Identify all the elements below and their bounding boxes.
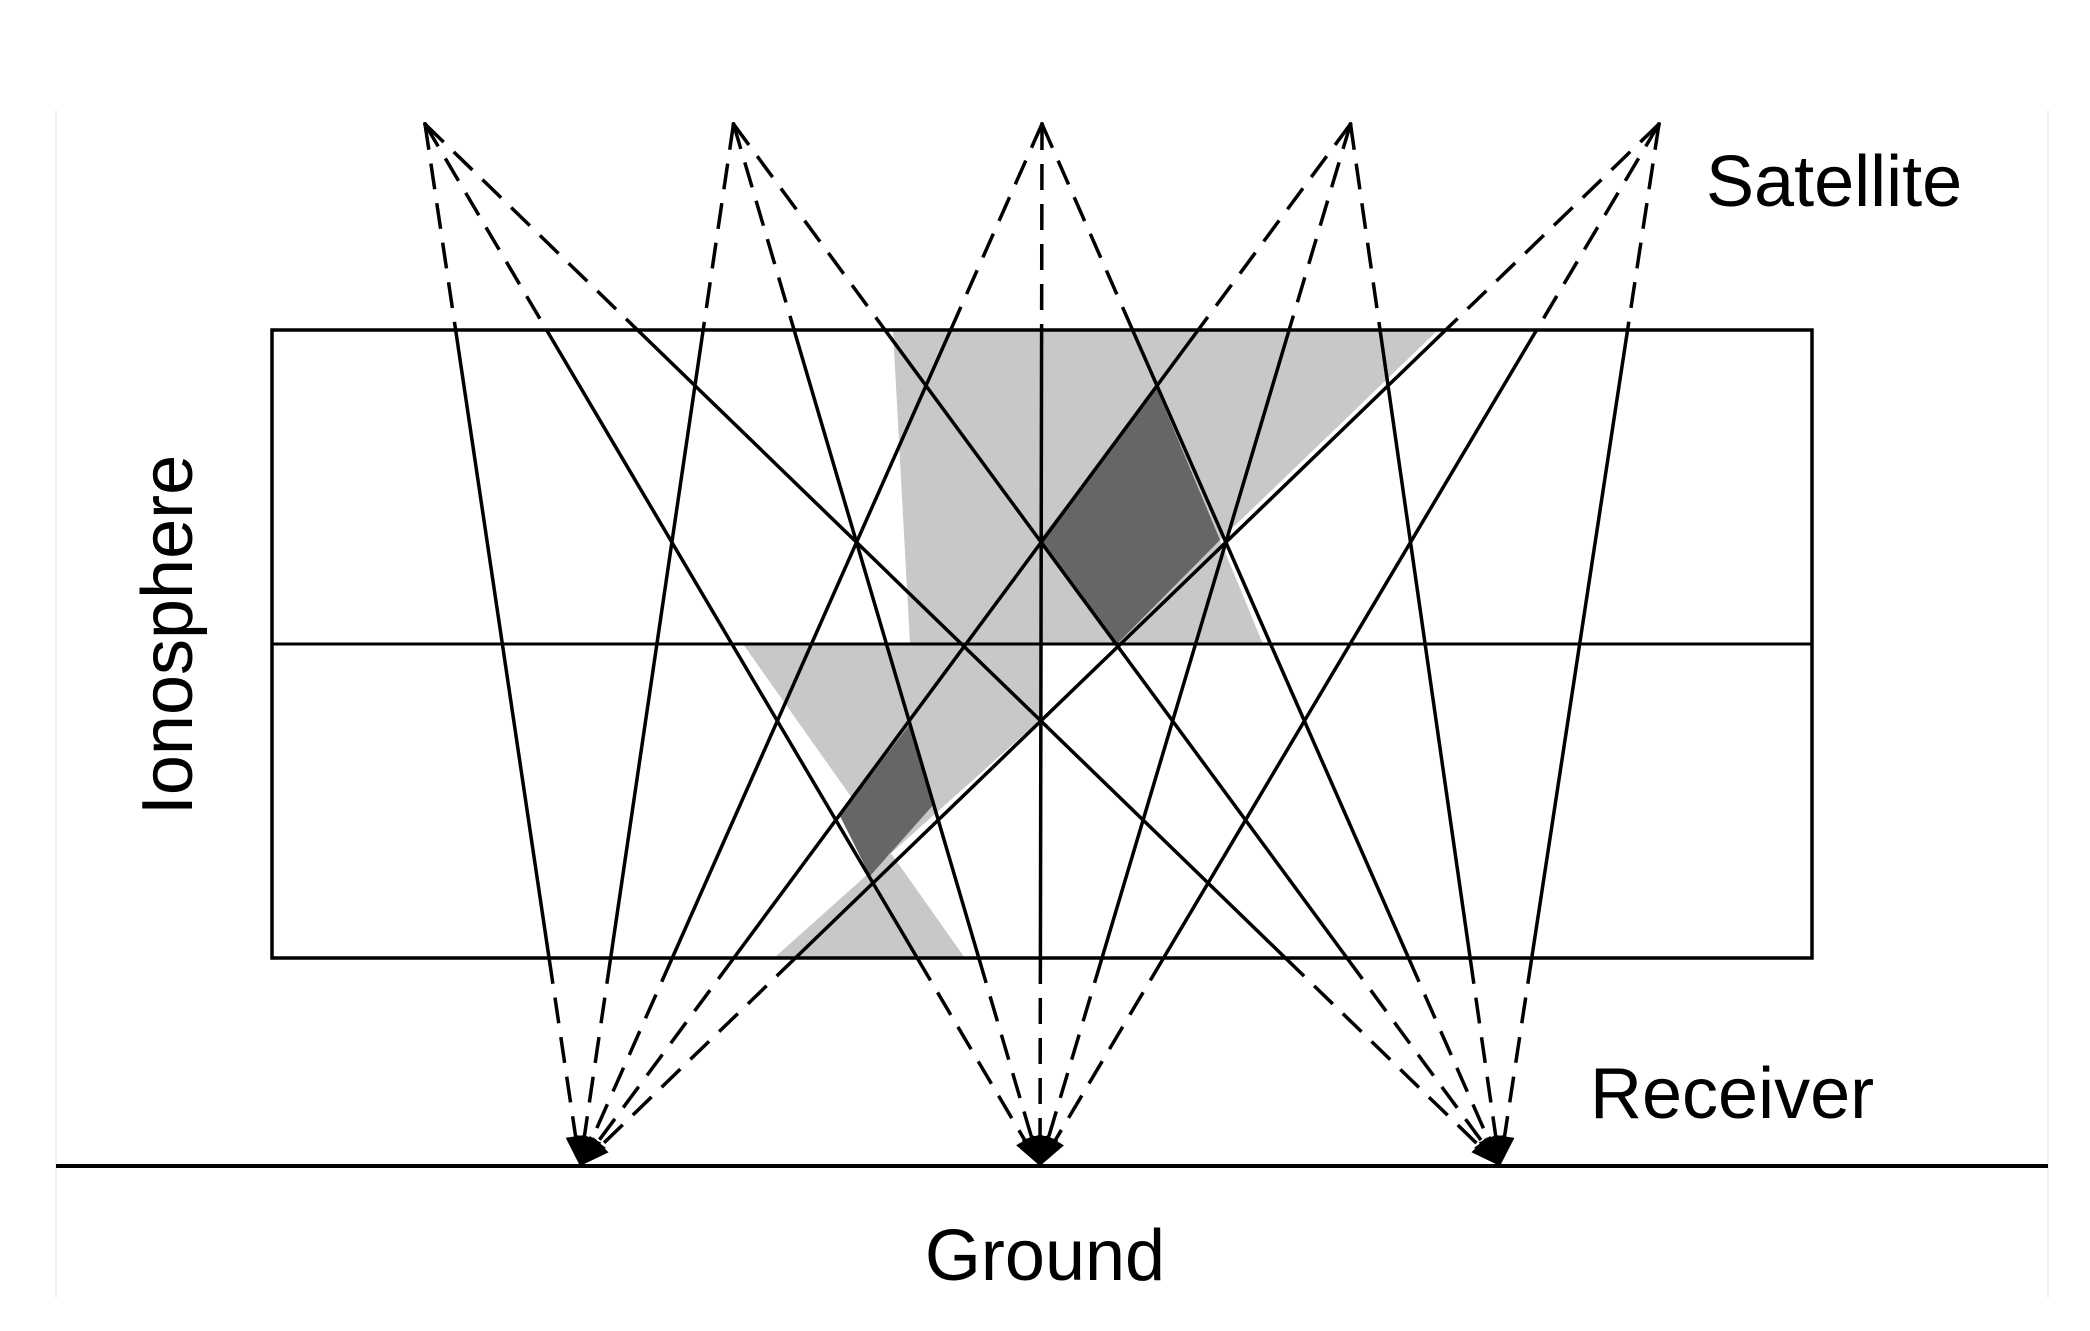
ray-upper-dashed [1625,123,1661,331]
ray-upper-dashed [1348,123,1382,331]
satellite-2 [731,122,736,126]
ray-s3-r1 [586,123,1044,1148]
shade-upper-dark [1040,387,1220,644]
arrowhead [1040,1135,1064,1166]
satellite-4 [1348,122,1353,126]
ray-s4-r3 [1348,123,1499,1146]
receiver-label: Receiver [1590,1054,1874,1134]
ray-s1-r3 [423,122,1487,1153]
ray-lower-dashed [977,957,1036,1147]
receiver-3 [1498,1164,1502,1168]
receiver-1 [578,1164,582,1168]
ray-lower-dashed [586,957,674,1148]
ray-upper-dashed [949,123,1044,331]
ray-s4-r1 [591,122,1352,1151]
ray-lower-dashed [593,956,797,1153]
ray-s2-r1 [581,123,736,1146]
ray-upper-dashed [1196,122,1352,332]
ray-lower-dashed [1345,956,1489,1151]
ray-lower-dashed [1049,957,1166,1149]
ray-lower-dashed [1284,956,1487,1153]
ray-s2-r3 [732,122,1489,1151]
ray-lower-dashed [1044,957,1104,1147]
ray-upper-dashed [731,123,796,331]
ray-s3-r3 [1040,123,1494,1148]
ray-ionosphere-solid [883,328,1349,960]
ray-ionosphere-solid [608,329,705,959]
ray-upper-dashed [1535,123,1661,331]
ray-upper-dashed [423,123,549,331]
shaded-regions [743,331,1437,958]
ray-upper-dashed [1444,122,1661,332]
satellite-5 [1657,122,1661,126]
ray-s5-r2 [1049,123,1661,1149]
ray-s5-r3 [1501,123,1661,1146]
ray-s1-r2 [423,123,1031,1149]
ray-ionosphere-solid [1378,329,1472,959]
ray-ionosphere-solid [794,328,1447,960]
satellites [423,122,1661,126]
ray-lower-dashed [1468,957,1499,1146]
ray-lower-dashed [547,957,579,1146]
ray-upper-dashed [701,123,736,331]
ray-s1-r1 [423,123,579,1146]
ray-ionosphere-solid [1530,329,1630,959]
ray-upper-dashed [423,122,639,332]
ray-lower-dashed [1406,957,1494,1148]
ray-s3-r2 [1038,123,1044,1146]
ray-arrowheads [565,1134,1515,1166]
ray-ionosphere-solid [636,328,1287,960]
ray-ionosphere-solid [453,329,551,959]
ray-upper-dashed [423,123,458,331]
ray-s5-r1 [593,122,1661,1153]
ray-lower-dashed [915,957,1031,1149]
figure-frame [55,110,2049,1298]
receiver-2 [1038,1164,1042,1168]
ray-upper-dashed [1287,123,1353,331]
ray-paths [423,122,1661,1153]
ray-ionosphere-solid [1100,329,1291,959]
ray-ionosphere-solid [732,328,1200,960]
satellite-label: Satellite [1706,142,1962,222]
ray-upper-dashed [732,122,887,332]
ray-ionosphere-solid [792,329,981,959]
ray-ionosphere-solid [1130,329,1411,959]
ray-ionosphere-solid [545,329,919,959]
ray-ionosphere-solid [1038,329,1044,959]
arrowhead [580,1137,609,1166]
shade-lower-dark [840,724,935,876]
arrowhead [1494,1134,1515,1166]
satellite-1 [423,122,427,126]
ray-s4-r2 [1044,123,1353,1147]
ray-lower-dashed [591,956,736,1151]
satellite-3 [1040,122,1044,126]
receivers [578,1164,1502,1168]
ground-label: Ground [925,1216,1165,1296]
ray-ionosphere-solid [1162,329,1539,959]
ionosphere-label: Ionosphere [128,455,208,815]
ray-lower-dashed [581,957,613,1146]
ray-s2-r2 [731,123,1036,1147]
ray-lower-dashed [1501,957,1534,1146]
ray-ionosphere-solid [670,329,953,959]
ray-upper-dashed [1040,123,1135,331]
